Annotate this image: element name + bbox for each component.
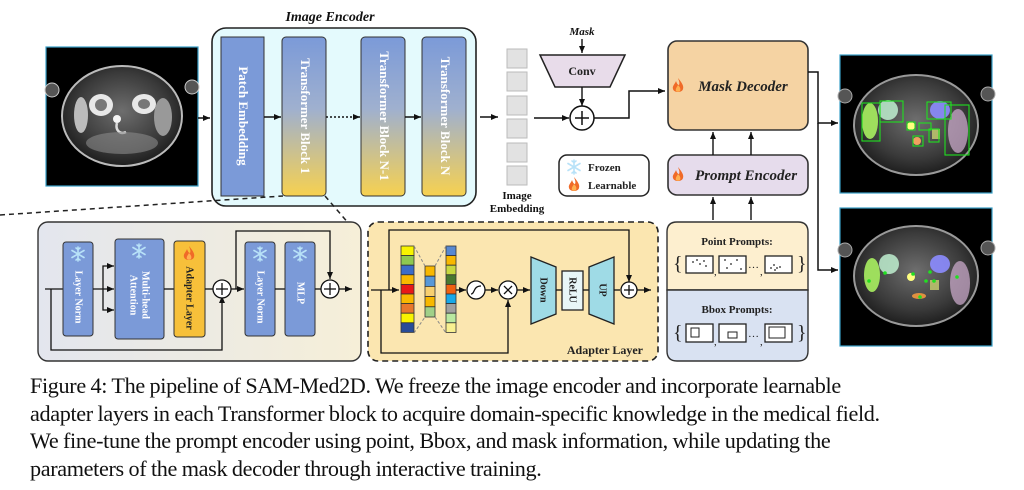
feature-cell	[400, 274, 415, 285]
sigmoid-operator	[466, 280, 486, 300]
mask-decoder-label: Mask Decoder	[697, 79, 788, 95]
pipeline-diagram: Image Encoder Patch Embedding Transforme…	[0, 10, 996, 362]
feature-column-output	[445, 245, 457, 333]
caption-line: parameters of the mask decoder through i…	[30, 455, 542, 481]
layer-norm-1: Layer Norm	[62, 241, 94, 337]
feature-cell	[445, 255, 457, 266]
prompt-encoder-box	[667, 154, 809, 196]
bbox-ellipsis: …	[748, 328, 759, 340]
figure-caption: Figure 4: The pipeline of SAM-Med2D. We …	[30, 372, 1020, 482]
legend-box: Frozen Learnable	[558, 154, 650, 197]
feature-cell	[445, 322, 457, 333]
feature-cell	[424, 296, 436, 308]
svg-text:{: {	[673, 322, 683, 344]
add-operator	[569, 105, 595, 131]
mlp-block: MLP	[284, 241, 316, 337]
feature-cell	[400, 283, 415, 295]
point-prompt-set: { } , … ,	[673, 253, 807, 278]
caption-line: adapter layers in each Transformer block…	[30, 400, 880, 426]
transformer-block-n-label: Transformer Block N	[438, 57, 453, 176]
transformer-block-n: Transformer Block N	[421, 36, 467, 197]
feature-cell	[445, 283, 457, 295]
svg-text:}: }	[797, 322, 807, 344]
svg-text:,: ,	[760, 266, 763, 278]
feature-cell	[424, 275, 436, 287]
svg-text:,: ,	[714, 266, 717, 278]
feature-column-input	[400, 245, 415, 333]
add-operator	[320, 279, 340, 299]
svg-text:,: ,	[760, 336, 763, 348]
feature-cell	[445, 293, 457, 305]
svg-text:{: {	[673, 253, 683, 275]
feature-cell	[400, 255, 415, 266]
patch-embedding-label: Patch Embedding	[236, 66, 251, 166]
relu-label: ReLU	[567, 277, 578, 303]
multi-head-attention: Multi-head Attention	[114, 238, 165, 340]
conv-block	[538, 54, 627, 88]
adapter-layer-block: Adapter Layer	[173, 240, 206, 338]
mask-decoder-box	[667, 40, 809, 131]
feature-cell	[445, 312, 457, 324]
up-projection	[588, 256, 615, 325]
caption-line: We fine-tune the prompt encoder using po…	[30, 428, 831, 453]
image-encoder-title: Image Encoder	[284, 10, 375, 25]
projection-lines	[413, 245, 447, 334]
feature-cell	[445, 303, 457, 314]
layer-norm-2: Layer Norm	[244, 241, 276, 337]
mlp-label: MLP	[295, 282, 306, 304]
conv-label: Conv	[568, 64, 595, 78]
feature-cell	[400, 264, 415, 276]
transformer-block-n-minus-1-label: Transformer Block N-1	[377, 51, 392, 181]
transformer-block-n-minus-1: Transformer Block N-1	[360, 36, 406, 197]
input-ct-image	[44, 46, 200, 187]
image-embedding-stack	[506, 48, 528, 186]
adapter-panel-title: Adapter Layer	[567, 343, 644, 357]
transformer-block-1: Transformer Block 1	[281, 36, 327, 197]
attention-label-1: Multi-head	[140, 271, 151, 319]
mask-input-label: Mask	[568, 26, 595, 38]
layer-norm-2-label: Layer Norm	[255, 271, 266, 325]
bbox-prompt-set: { } , … ,	[673, 322, 807, 348]
add-operator	[620, 281, 638, 299]
down-label: Down	[538, 277, 549, 302]
image-embedding-label-1: Image	[502, 190, 531, 202]
prompt-encoder-label: Prompt Encoder	[695, 168, 797, 184]
point-prompts-title: Point Prompts:	[701, 236, 773, 248]
svg-text:,: ,	[714, 336, 717, 348]
legend-learnable-label: Learnable	[588, 180, 636, 192]
attention-label-2: Attention	[128, 275, 139, 316]
image-embedding-label-2: Embedding	[490, 203, 545, 215]
zoom-line-left	[0, 195, 284, 216]
feature-cell	[424, 306, 436, 318]
svg-text:}: }	[797, 253, 807, 275]
add-operator	[212, 279, 232, 299]
feature-cell	[445, 264, 457, 276]
feature-cell	[400, 245, 415, 257]
feature-cell	[400, 303, 415, 314]
caption-line: Figure 4: The pipeline of SAM-Med2D. We …	[30, 373, 841, 398]
down-projection	[530, 256, 557, 325]
feature-cell	[400, 293, 415, 305]
multiply-operator	[498, 280, 518, 300]
output-image-points	[837, 207, 996, 347]
zoom-line-right	[324, 195, 351, 226]
feature-column-squeezed	[424, 265, 436, 318]
feature-cell	[400, 312, 415, 324]
transformer-block-1-label: Transformer Block 1	[298, 58, 313, 174]
up-label: UP	[597, 283, 608, 296]
bbox-prompts-title: Bbox Prompts:	[702, 304, 773, 316]
feature-cell	[445, 274, 457, 285]
output-image-bbox	[837, 54, 996, 194]
feature-cell	[424, 285, 436, 297]
layer-norm-1-label: Layer Norm	[73, 271, 84, 325]
adapter-layer-label: Adapter Layer	[184, 266, 195, 330]
patch-embedding-block: Patch Embedding	[220, 36, 265, 197]
feature-cell	[424, 265, 436, 277]
feature-cell	[445, 245, 457, 257]
feature-cell	[400, 322, 415, 333]
point-ellipsis: …	[748, 259, 759, 271]
legend-frozen-label: Frozen	[588, 162, 621, 174]
